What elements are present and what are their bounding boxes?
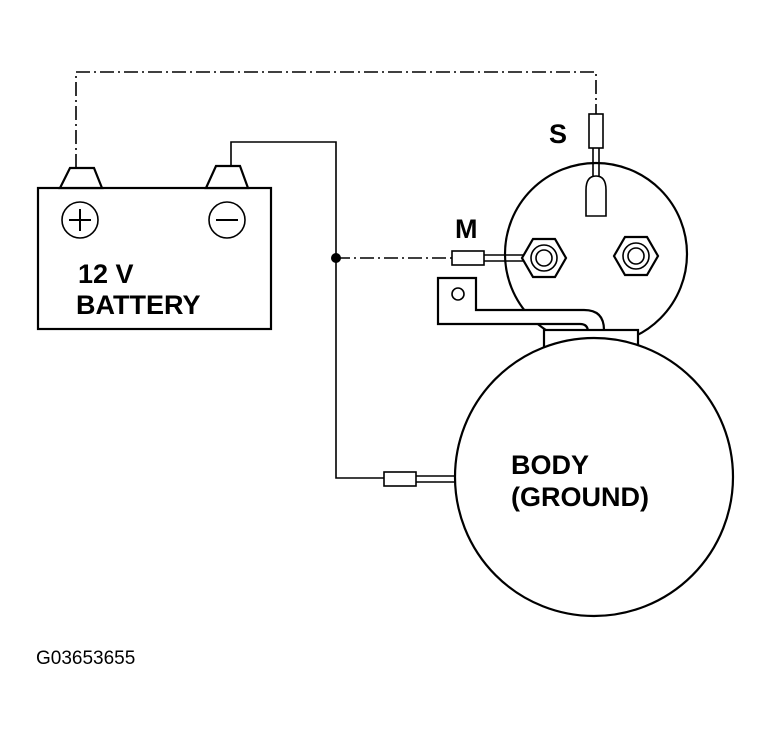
wire-positive-to-s [75, 71, 597, 168]
wire-junction-dot [331, 253, 341, 263]
m-terminal-nut [520, 237, 568, 279]
positive-icon [61, 201, 99, 239]
b-terminal-nut [612, 235, 660, 277]
negative-post [204, 164, 250, 190]
positive-post [58, 166, 104, 190]
ground-clip [383, 471, 417, 487]
motor-body [453, 336, 735, 618]
figure-code: G03653655 [36, 648, 135, 669]
negative-icon [208, 201, 246, 239]
s-terminal-spade [585, 175, 607, 217]
wire-negative-to-body [230, 141, 384, 479]
body-label-line1: BODY [511, 450, 589, 480]
battery-voltage-label: 12 V [78, 259, 134, 289]
starter-solenoid [436, 113, 689, 348]
body-label-line2: (GROUND) [511, 482, 649, 512]
m-terminal-clip [451, 250, 485, 266]
battery: 12 V BATTERY [36, 164, 273, 331]
s-terminal-connector [588, 113, 604, 149]
m-terminal-label: M [455, 214, 478, 244]
s-terminal-label: S [549, 119, 567, 149]
battery-name-label: BATTERY [76, 290, 201, 320]
field-strap-hole [451, 287, 465, 301]
starter-motor: BODY (GROUND) [383, 328, 735, 618]
